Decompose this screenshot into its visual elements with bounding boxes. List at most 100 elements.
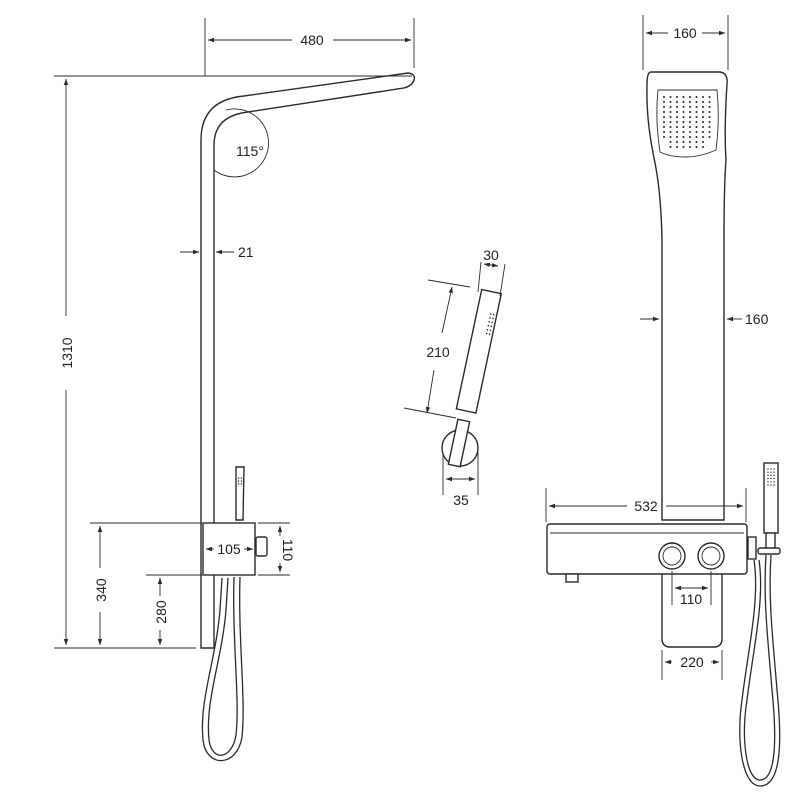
front-outlet [565, 573, 579, 583]
dim-outlet-height-label: 340 [93, 578, 109, 602]
nozzle-dot [688, 115, 692, 119]
nozzle-dot [682, 130, 685, 134]
dim-top-width-label: 480 [300, 32, 324, 48]
side-hose-connector [255, 536, 268, 557]
side-hose [207, 576, 238, 756]
nozzle-dot [708, 110, 711, 114]
dim-angle: 115° [213, 108, 269, 178]
dim-plate-width: 220 [661, 650, 723, 680]
nozzle-dot [662, 110, 666, 114]
nozzle-dot [701, 130, 705, 134]
nozzle-dot [773, 477, 775, 480]
front-view: 160 160 532 [545, 15, 781, 787]
nozzle-dot [675, 125, 679, 129]
dim-console-width-label: 532 [634, 498, 658, 514]
dim-total-height: 1310 [54, 75, 412, 649]
nozzle-dot [675, 130, 679, 134]
nozzle-dot [688, 100, 692, 104]
nozzle-dot [669, 110, 672, 114]
nozzle-dot [695, 135, 698, 139]
side-hand-shower [235, 466, 245, 521]
nozzle-dot [773, 468, 775, 470]
dim-plate-width-label: 220 [680, 654, 704, 670]
side-hand-shower-nozzles [237, 477, 243, 485]
side-column-outline [200, 72, 416, 649]
nozzle-dot [701, 135, 705, 139]
nozzle-dot [770, 477, 772, 480]
front-hose-inner [743, 554, 776, 781]
nozzle-dot [669, 100, 672, 104]
dim-box-depth: 105 [205, 541, 254, 557]
nozzle-dot [695, 140, 698, 144]
dim-total-height-label: 1310 [59, 337, 75, 368]
nozzle-dot [770, 484, 772, 486]
nozzle-dot [662, 115, 666, 119]
front-hose [739, 554, 781, 787]
side-view: 480 115° 21 1310 105 [54, 18, 416, 762]
nozzle-dot [688, 135, 692, 139]
nozzle-dot [688, 130, 692, 134]
nozzle-dot [773, 471, 775, 473]
nozzle-dot [708, 135, 711, 139]
nozzle-dot [675, 115, 679, 119]
dim-knob-spacing: 110 [671, 571, 712, 607]
nozzle-dot [695, 120, 698, 124]
nozzle-dot [669, 120, 672, 124]
front-column-outline [646, 71, 728, 521]
dim-box-height: 110 [258, 522, 296, 576]
nozzle-dot [688, 140, 692, 144]
nozzle-dot [695, 130, 698, 134]
front-hand-shower-handle [765, 532, 776, 550]
nozzle-dot [688, 105, 692, 109]
dim-angle-label: 115° [236, 143, 264, 159]
nozzle-dot [669, 135, 672, 139]
front-lower-plate [661, 569, 723, 648]
nozzle-dot [773, 484, 775, 486]
nozzle-dot [662, 100, 666, 104]
nozzle-dot [662, 120, 666, 124]
nozzle-dot [701, 95, 705, 99]
front-head-nozzles [662, 95, 711, 149]
nozzle-dot [708, 95, 711, 99]
detail-nozzles [485, 313, 495, 335]
nozzle-dot [708, 125, 711, 129]
nozzle-dot [682, 115, 685, 119]
nozzle-dot [708, 105, 711, 109]
dim-wall-thickness-label: 21 [238, 244, 254, 260]
nozzle-dot [682, 110, 685, 114]
nozzle-dot [695, 115, 698, 119]
detail-hand-shower-body [455, 288, 503, 414]
nozzle-dot [767, 474, 769, 477]
hand-shower-detail: 30 210 35 [403, 247, 506, 508]
dim-handshower-width-label: 30 [483, 247, 499, 263]
nozzle-dot [701, 115, 705, 119]
nozzle-dot [701, 105, 705, 109]
dim-box-bottom-height: 280 [146, 574, 202, 646]
nozzle-dot [675, 120, 679, 124]
nozzle-dot [662, 135, 666, 139]
nozzle-dot [662, 105, 666, 109]
dim-top-width: 480 [204, 18, 415, 76]
front-hand-shower [763, 462, 779, 534]
dim-column-width-label: 160 [745, 311, 769, 327]
detail-handle [447, 418, 471, 468]
dim-holder-diameter: 35 [442, 452, 479, 508]
dim-handshower-length-label: 210 [426, 344, 450, 360]
dim-console-width: 532 [545, 488, 747, 522]
nozzle-dot [662, 125, 666, 129]
nozzle-dot [770, 474, 772, 477]
nozzle-dot [708, 115, 711, 119]
front-knob-left[interactable] [658, 542, 686, 570]
nozzle-dot [773, 481, 775, 483]
dim-box-depth-label: 105 [217, 541, 241, 557]
nozzle-dot [669, 130, 672, 134]
dim-handshower-width: 30 [477, 247, 506, 297]
nozzle-dot [695, 95, 698, 99]
nozzle-dot [701, 125, 705, 129]
front-knob-right[interactable] [697, 542, 725, 570]
nozzle-dot [675, 135, 679, 139]
nozzle-dot [767, 477, 769, 480]
front-console [546, 523, 748, 575]
nozzle-dot [701, 120, 705, 124]
